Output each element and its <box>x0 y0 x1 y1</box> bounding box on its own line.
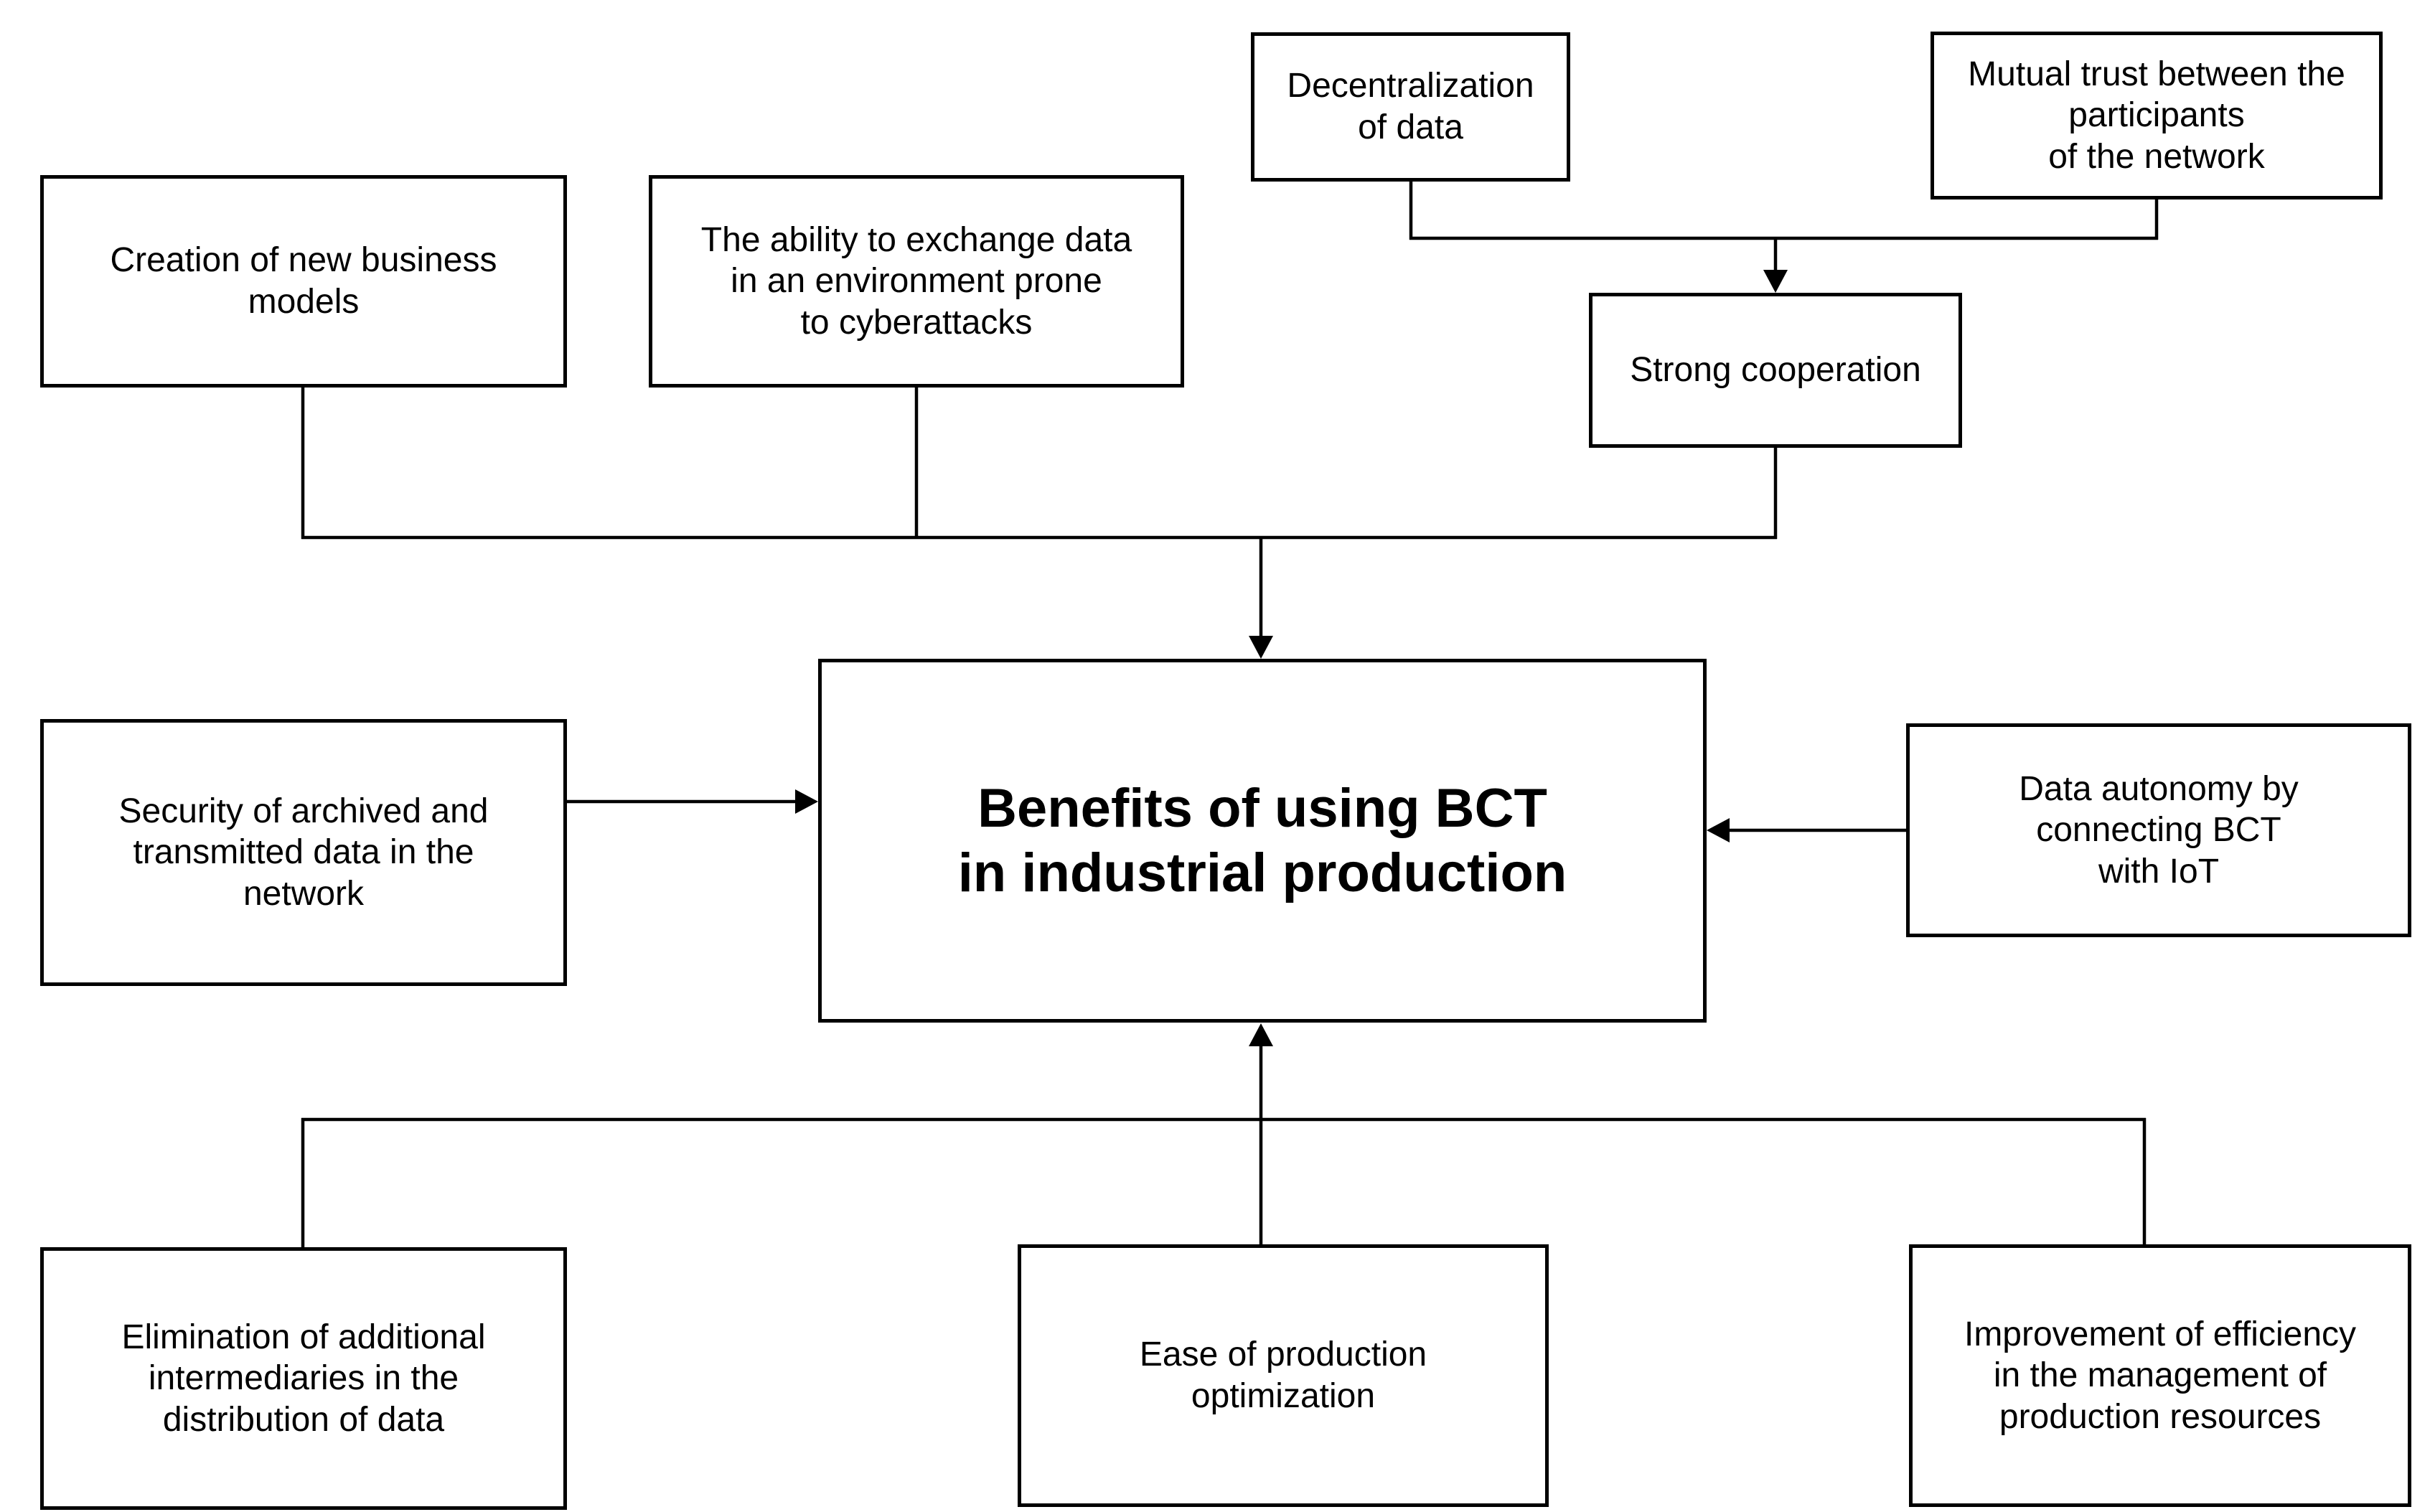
node-improvement-of-efficiency: Improvement of efficiency in the managem… <box>1909 1244 2411 1507</box>
node-creation-of-new-business-models: Creation of new business models <box>40 175 567 388</box>
node-ability-to-exchange-data: The ability to exchange data in an envir… <box>649 175 1184 388</box>
node-data-autonomy: Data autonomy by connecting BCT with IoT <box>1906 723 2411 937</box>
node-ease-label: Ease of production optimization <box>1139 1335 1427 1415</box>
node-elimination-label: Elimination of additional intermediaries… <box>121 1318 486 1439</box>
node-creation-label: Creation of new business models <box>110 241 497 321</box>
node-strong-cooperation: Strong cooperation <box>1589 293 1962 448</box>
node-decentralization-of-data: Decentralization of data <box>1251 32 1570 182</box>
node-mutual-trust-label: Mutual trust between the participants of… <box>1968 55 2345 176</box>
node-security-label: Security of archived and transmitted dat… <box>118 792 489 913</box>
edge-autonomy-to-center <box>1707 818 1908 842</box>
node-ability-label: The ability to exchange data in an envir… <box>700 220 1132 342</box>
edge-security-to-center <box>566 789 818 814</box>
node-strong-cooperation-label: Strong cooperation <box>1630 351 1921 390</box>
node-mutual-trust: Mutual trust between the participants of… <box>1931 32 2383 199</box>
node-elimination-of-intermediaries: Elimination of additional intermediaries… <box>40 1247 567 1510</box>
edge-bottom-group-to-center <box>301 1023 2147 1249</box>
node-ease-of-production-optimization: Ease of production optimization <box>1018 1244 1549 1507</box>
node-benefits-center-label: Benefits of using BCT in industrial prod… <box>957 777 1567 903</box>
edge-decentralization-mutual-to-strong <box>1409 179 2159 293</box>
node-improvement-label: Improvement of efficiency in the managem… <box>1964 1315 2357 1436</box>
edge-top-group-to-center <box>301 386 1778 659</box>
node-benefits-center: Benefits of using BCT in industrial prod… <box>818 659 1707 1023</box>
node-data-autonomy-label: Data autonomy by connecting BCT with IoT <box>2019 769 2299 891</box>
node-security-of-data: Security of archived and transmitted dat… <box>40 719 567 986</box>
node-decentralization-label: Decentralization of data <box>1287 67 1534 146</box>
